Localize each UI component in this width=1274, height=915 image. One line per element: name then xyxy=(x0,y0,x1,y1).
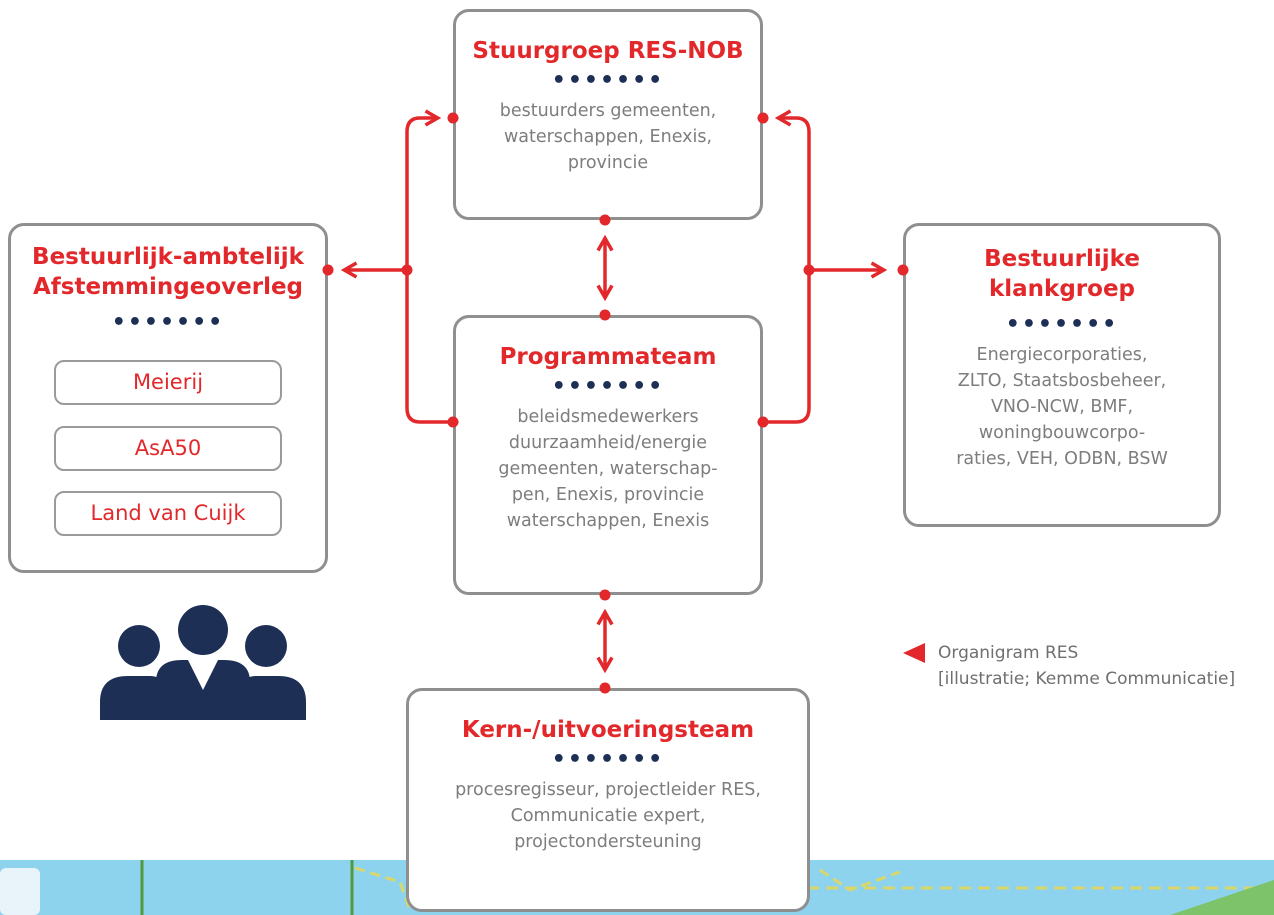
map-lines xyxy=(0,860,1274,915)
kernteam-title: Kern-/uitvoeringsteam xyxy=(461,717,755,743)
klankgroep-line-5: raties, VEH, ODBN, BSW xyxy=(956,449,1168,469)
afstemming-box: Bestuurlijk-ambtelijk Afstemmingeoverleg… xyxy=(8,223,328,573)
kernteam-line-1: procesregisseur, projectleider RES, xyxy=(455,780,761,800)
klankgroep-line-1: Energiecorporaties, xyxy=(976,345,1148,365)
kernteam-line-3: projectondersteuning xyxy=(514,832,702,852)
stuurgroep-title: Stuurgroep RES-NOB xyxy=(472,38,744,64)
klankgroep-title-line-2: klankgroep xyxy=(988,276,1136,302)
kernteam-dots: ••••••• xyxy=(551,747,665,772)
klankgroep-title-line-1: Bestuurlijke xyxy=(984,246,1140,272)
klankgroep-line-4: woningbouwcorpo- xyxy=(978,423,1146,443)
caption-line-2: [illustratie; Kemme Communicatie] xyxy=(938,669,1236,689)
group-of-people-icon xyxy=(100,605,306,720)
afstemming-dots: ••••••• xyxy=(111,310,225,335)
kernteam-line-2: Communicatie expert, xyxy=(510,806,706,826)
afstemming-title-line-2: Afstemmingeoverleg xyxy=(32,274,304,300)
afstemming-title-line-1: Bestuurlijk-ambtelijk xyxy=(32,244,304,270)
klankgroep-line-2: ZLTO, Staatsbosbeheer, xyxy=(957,371,1167,391)
klankgroep-box: Bestuurlijke klankgroep ••••••• Energiec… xyxy=(903,223,1221,527)
right-loop-line xyxy=(761,109,811,424)
programmateam-line-2: duurzaamheid/energie xyxy=(508,433,708,453)
pill-asa50: AsA50 xyxy=(54,426,282,471)
left-loop-line xyxy=(405,109,455,424)
programmateam-box: Programmateam ••••••• beleidsmedewerkers… xyxy=(453,315,763,595)
programmateam-line-3: gemeenten, waterschap- xyxy=(498,459,718,479)
stuurgroep-line-2: waterschappen, Enexis, xyxy=(503,127,713,147)
kernteam-box: Kern-/uitvoeringsteam ••••••• procesregi… xyxy=(406,688,810,912)
caption: Organigram RES [illustratie; Kemme Commu… xyxy=(938,640,1235,692)
programmateam-dots: ••••••• xyxy=(551,374,665,399)
stuurgroep-line-3: provincie xyxy=(567,153,649,173)
pill-land-van-cuijk: Land van Cuijk xyxy=(54,491,282,536)
klankgroep-line-3: VNO-NCW, BMF, xyxy=(990,397,1134,417)
stuurgroep-dots: ••••••• xyxy=(551,68,665,93)
pill-meierij: Meierij xyxy=(54,360,282,405)
programmateam-line-5: waterschappen, Enexis xyxy=(506,511,710,531)
programmateam-line-1: beleidsmedewerkers xyxy=(517,407,699,427)
triangle-left-icon xyxy=(903,643,925,663)
programmateam-title: Programmateam xyxy=(499,344,717,370)
programmateam-line-4: pen, Enexis, provincie xyxy=(511,485,705,505)
klankgroep-dots: ••••••• xyxy=(1005,312,1119,337)
stuurgroep-line-1: bestuurders gemeenten, xyxy=(499,101,717,121)
caption-line-1: Organigram RES xyxy=(938,643,1079,663)
